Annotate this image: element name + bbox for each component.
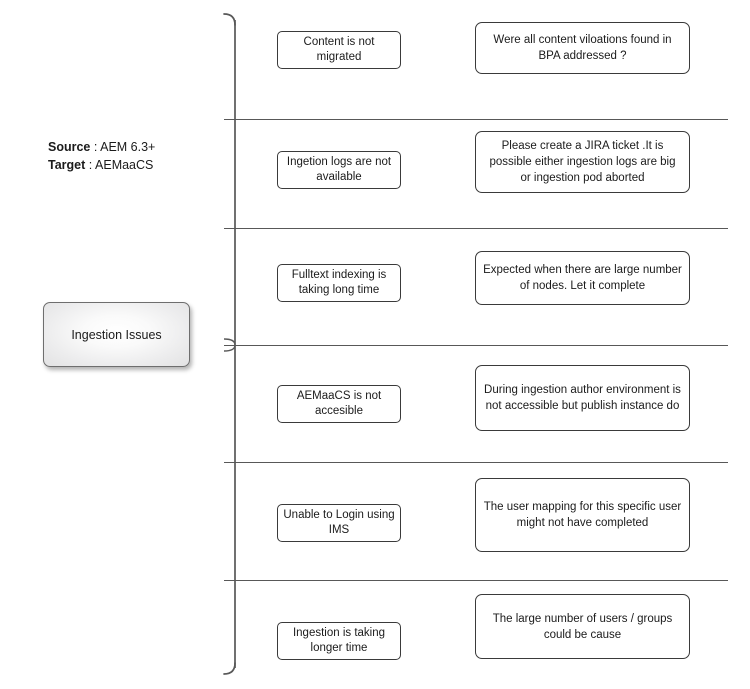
- target-label: Target: [48, 158, 86, 172]
- source-target-annotation: Source : AEM 6.3+ Target : AEMaaCS: [48, 138, 155, 174]
- issue-label: AEMaaCS is not accesible: [296, 390, 382, 417]
- target-separator: :: [85, 158, 96, 172]
- answer-box[interactable]: The user mapping for this specific user …: [475, 478, 690, 552]
- row-divider-1: [224, 119, 728, 120]
- root-node-ingestion-issues[interactable]: Ingestion Issues: [43, 302, 190, 367]
- answer-label: Please create a JIRA ticket .It is possi…: [489, 140, 676, 184]
- answer-label: During ingestion author environment is n…: [484, 384, 681, 412]
- answer-box[interactable]: The large number of users / groups could…: [475, 594, 690, 659]
- target-line: Target : AEMaaCS: [48, 156, 155, 174]
- bracket-bottom-corner: [223, 662, 236, 675]
- issue-box[interactable]: Unable to Login using IMS: [277, 504, 401, 542]
- issue-box[interactable]: Fulltext indexing is taking long time: [277, 264, 401, 302]
- issue-box[interactable]: Content is not migrated: [277, 31, 401, 69]
- source-separator: :: [90, 140, 101, 154]
- issue-label: Ingestion is taking longer time: [292, 627, 386, 654]
- bracket-top-corner: [223, 13, 236, 26]
- answer-label: Were all content viloations found in BPA…: [493, 34, 672, 62]
- issue-box[interactable]: Ingestion is taking longer time: [277, 622, 401, 660]
- answer-label: Expected when there are large number of …: [483, 264, 682, 292]
- issue-label: Ingetion logs are not available: [286, 156, 392, 183]
- answer-label: The large number of users / groups could…: [492, 612, 673, 641]
- source-line: Source : AEM 6.3+: [48, 138, 155, 156]
- issue-box[interactable]: Ingetion logs are not available: [277, 151, 401, 189]
- issue-box[interactable]: AEMaaCS is not accesible: [277, 385, 401, 423]
- issue-label: Unable to Login using IMS: [283, 509, 395, 536]
- issue-label: Fulltext indexing is taking long time: [291, 269, 387, 296]
- answer-box[interactable]: During ingestion author environment is n…: [475, 365, 690, 431]
- answer-box[interactable]: Were all content viloations found in BPA…: [475, 22, 690, 74]
- issue-label: Content is not migrated: [303, 36, 375, 63]
- row-divider-4: [224, 462, 728, 463]
- answer-label: The user mapping for this specific user …: [483, 501, 682, 529]
- answer-box[interactable]: Please create a JIRA ticket .It is possi…: [475, 131, 690, 193]
- root-node-label: Ingestion Issues: [71, 327, 162, 342]
- row-divider-3: [224, 345, 728, 346]
- source-value: AEM 6.3+: [100, 140, 156, 154]
- target-value: AEMaaCS: [95, 158, 154, 172]
- row-divider-5: [224, 580, 728, 581]
- source-label: Source: [48, 140, 91, 154]
- row-divider-2: [224, 228, 728, 229]
- answer-box[interactable]: Expected when there are large number of …: [475, 251, 690, 305]
